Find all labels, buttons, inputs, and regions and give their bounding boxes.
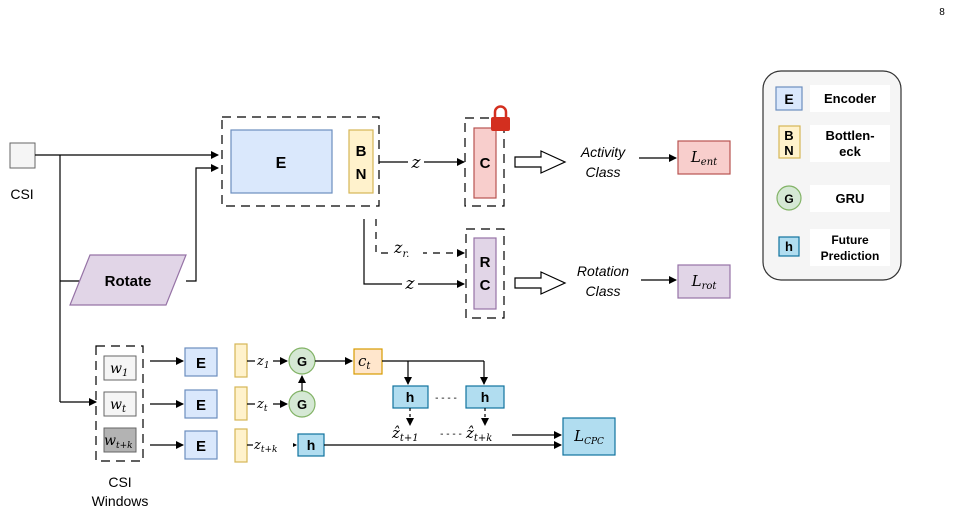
rotate-label: Rotate (105, 273, 152, 290)
legend-gru-swatch (776, 185, 802, 211)
rotation-class-line1: Rotation (577, 263, 629, 279)
classifier-block (473, 127, 497, 199)
loss-cpc-box (562, 417, 616, 456)
row1-encoder (184, 347, 218, 377)
legend-future-symbol: h (785, 239, 793, 254)
legend-future-label-line2: Prediction (821, 249, 880, 263)
loss-ent-box (677, 140, 731, 175)
rc-letter-r: R (480, 254, 491, 271)
loss-ent-label: Lent (690, 148, 718, 168)
zr-label-bg (391, 238, 423, 260)
row2-z-label: zt (256, 397, 268, 414)
csi-windows-label-line2: Windows (92, 493, 149, 509)
csi-input-box (9, 142, 36, 169)
gru-t-label: G (297, 397, 307, 412)
z2-label-bg (402, 274, 418, 292)
z2-label: z (405, 274, 416, 294)
window-wt-label: wt (110, 397, 127, 415)
loss-cpc-label: LCPC (573, 427, 604, 447)
encoder-label: E (276, 155, 287, 172)
row2-encoder-label: E (196, 397, 206, 414)
legend-bottleneck-label-bg (810, 125, 890, 162)
bottleneck-block (348, 129, 374, 194)
zhat-dots: - - - - (440, 429, 462, 440)
row3-z-bg (253, 435, 293, 455)
predictor-dots: - - - - (435, 393, 457, 404)
zr-label: zr. (393, 238, 409, 260)
window-w1-label: w1 (110, 361, 128, 379)
activity-class-line2: Class (585, 164, 620, 180)
rc-block (473, 237, 497, 310)
row3-z-label: zt+k (253, 438, 277, 455)
legend-encoder-label-bg (810, 85, 890, 112)
loss-rot-box (677, 264, 731, 299)
legend-gru-label-bg (810, 185, 890, 212)
classifier-label: C (480, 155, 491, 172)
window-w1 (103, 355, 137, 381)
row2-bottleneck (234, 386, 248, 421)
csi-label: CSI (10, 186, 33, 202)
encoder-block (230, 129, 333, 194)
legend-encoder-label: Encoder (824, 91, 876, 106)
window-wtk-label: wt+k (104, 433, 133, 451)
rotation-class-line2: Class (585, 283, 620, 299)
z-to-rc-arrow (363, 219, 465, 288)
context-label: ct (358, 352, 371, 372)
legend-encoder-swatch (775, 86, 803, 111)
csi-windows-label-line1: CSI (108, 474, 131, 490)
rotation-hollow-arrow (514, 271, 567, 295)
predictor-h2-label: h (481, 389, 490, 405)
legend-future-swatch (778, 236, 800, 257)
zhat-t1-label: ẑt+1 (391, 424, 419, 444)
row1-bottleneck (234, 343, 248, 378)
legend-bottleneck-label-line2: eck (839, 144, 861, 159)
row3-encoder-label: E (196, 438, 206, 455)
bottleneck-letter-n: N (356, 166, 367, 183)
row3-encoder (184, 430, 218, 460)
legend-future-label-line1: Future (831, 233, 869, 247)
gru-1-label: G (297, 354, 307, 369)
loss-rot-label: Lrot (691, 272, 718, 292)
z-label-bg (408, 152, 424, 170)
row1-encoder-label: E (196, 355, 206, 372)
rotate-block (69, 254, 187, 306)
rc-letter-c: C (480, 277, 491, 294)
row2-z-bg (255, 394, 273, 414)
legend-panel (762, 70, 902, 281)
classifier-group-frame (464, 117, 505, 207)
zhat-tk-label: ẑt+k (465, 424, 492, 444)
activity-class-line1: Activity (580, 144, 626, 160)
bottleneck-letter-b: B (356, 143, 367, 160)
row1-z-label: z1 (256, 354, 270, 371)
legend-bottleneck-symbol-n: N (784, 143, 793, 158)
rotate-to-encoder-arrow (186, 164, 219, 282)
activity-hollow-arrow (514, 150, 567, 174)
zr-dashed-path (375, 219, 465, 257)
legend-encoder-symbol: E (784, 91, 793, 107)
legend-gru-label: GRU (836, 191, 865, 206)
csi-windows-frame (95, 345, 144, 462)
row2-encoder (184, 389, 218, 419)
legend-bottleneck-label-line1: Bottlen- (825, 128, 874, 143)
predictor-h1-label: h (406, 389, 415, 405)
window-wtk (103, 427, 137, 453)
legend-bottleneck-symbol-b: B (784, 128, 793, 143)
page-number: 8 (939, 7, 945, 18)
window-wt (103, 391, 137, 417)
row3-bottleneck (234, 428, 248, 463)
z-label: z (411, 153, 422, 173)
rc-group-frame (465, 228, 505, 319)
legend-gru-symbol: G (784, 192, 793, 206)
target-h-label: h (307, 437, 316, 453)
lock-icon (491, 105, 510, 131)
legend-bottleneck-swatch (778, 125, 801, 159)
legend-future-label-bg (810, 229, 890, 266)
row1-z-bg (255, 351, 273, 371)
